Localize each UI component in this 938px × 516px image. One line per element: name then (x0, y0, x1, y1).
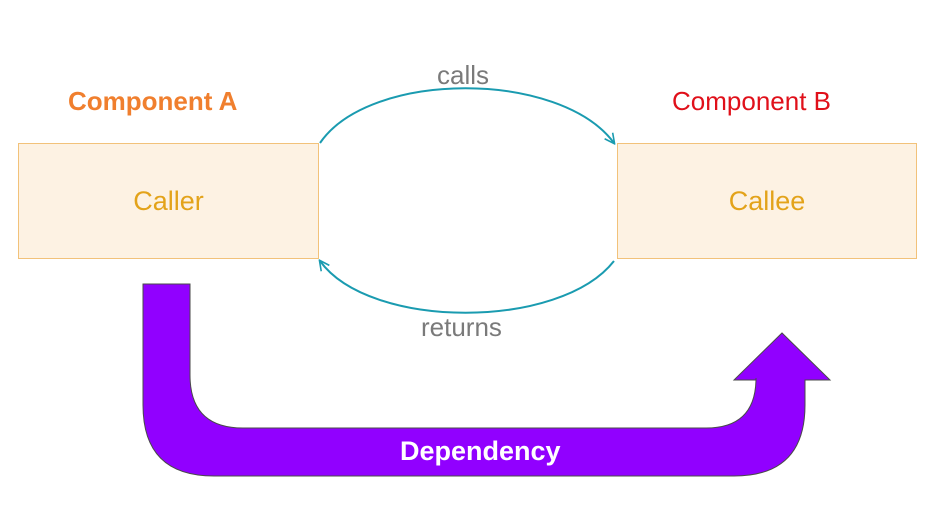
callee-box: Callee (617, 143, 917, 259)
callee-label: Callee (728, 185, 806, 216)
dependency-arrow (142, 283, 832, 477)
component-a-title: Component A (68, 86, 238, 116)
calls-label: calls (437, 60, 490, 90)
component-b-title: Component B (672, 86, 831, 116)
caller-box: Caller (18, 143, 319, 259)
returns-label: returns (421, 312, 502, 342)
caller-label: Caller (133, 185, 204, 216)
calls-arrow (319, 87, 614, 143)
returns-arrow (320, 261, 615, 314)
dependency-label: Dependency (400, 436, 561, 466)
